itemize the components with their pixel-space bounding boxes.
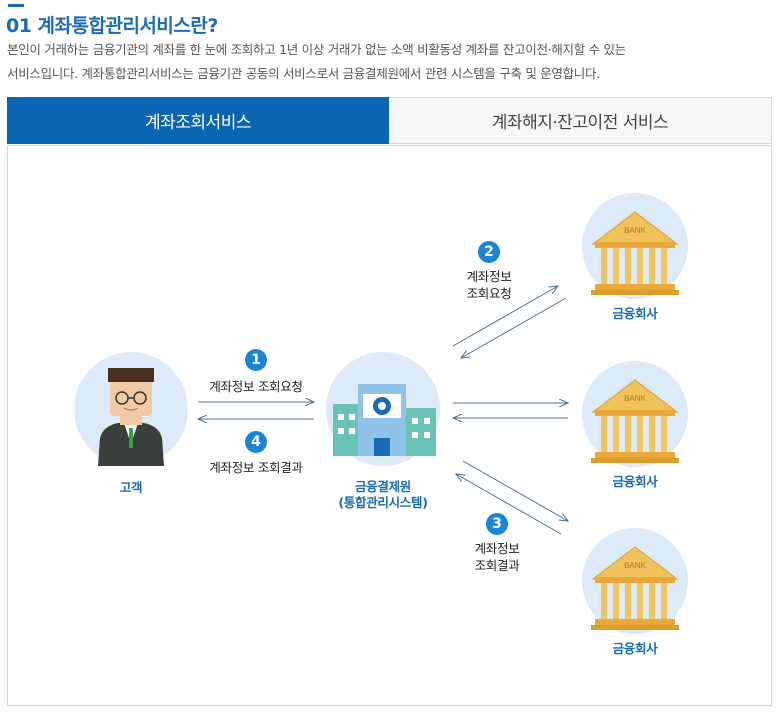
bank-label-3: 금융회사	[612, 641, 658, 656]
step-2-label: 계좌정보 조회요청	[449, 268, 529, 302]
arrow-result-from-bank-1	[461, 297, 567, 358]
step-2-label-line-2: 조회요청	[466, 286, 512, 301]
customer-node	[74, 352, 188, 466]
customer-person-icon	[98, 368, 164, 466]
step-3-label-line-1: 계좌정보	[474, 541, 520, 556]
arrow-request-to-bank-1	[452, 286, 558, 347]
arrow-result-from-bank-3	[456, 474, 562, 535]
arrow-request-to-bank-3	[462, 460, 568, 521]
step-3-label: 계좌정보 조회결과	[457, 540, 537, 574]
step-badge-2: 2	[478, 241, 500, 263]
bank-label-2: 금융회사	[612, 474, 658, 489]
bank-node-1: BANK	[582, 193, 688, 299]
bank-sign-text: BANK	[624, 394, 646, 403]
page-description: 본인이 거래하는 금융기관의 계좌를 한 눈에 조회하고 1년 이상 거래가 없…	[7, 38, 767, 86]
tab-account-inquiry[interactable]: 계좌조회서비스	[7, 97, 389, 144]
tab-bar: 계좌조회서비스 계좌해지·잔고이전 서비스	[7, 97, 772, 145]
kftc-label: 금융결제원 (통합관리시스템)	[308, 479, 458, 511]
bank-label-1: 금융회사	[612, 306, 658, 321]
building-icon	[333, 384, 436, 456]
description-line-1: 본인이 거래하는 금융기관의 계좌를 한 눈에 조회하고 1년 이상 거래가 없…	[7, 42, 626, 57]
bank-node-3: BANK	[582, 528, 688, 634]
bank-sign-text: BANK	[624, 226, 646, 235]
customer-label: 고객	[119, 480, 143, 495]
bank-node-2: BANK	[582, 361, 688, 467]
title-accent-bar	[8, 4, 24, 7]
kftc-node	[326, 352, 440, 466]
page-title: 01 계좌통합관리서비스란?	[6, 15, 218, 37]
step-badge-4: 4	[245, 431, 267, 453]
kftc-label-line-1: 금융결제원	[354, 479, 411, 494]
step-1-label: 계좌정보 조회요청	[209, 379, 303, 394]
step-badge-3: 3	[486, 513, 508, 535]
step-3-label-line-2: 조회결과	[474, 558, 520, 573]
step-badge-1: 1	[245, 349, 267, 371]
diagram-panel: BANK BANK BANK 1 계좌정보 조회요청 4 계좌정보 조회결과 2…	[7, 145, 772, 706]
kftc-label-line-2: (통합관리시스템)	[338, 495, 428, 510]
tab-account-closure-transfer[interactable]: 계좌해지·잔고이전 서비스	[389, 97, 772, 144]
step-4-label: 계좌정보 조회결과	[209, 460, 303, 475]
description-line-2: 서비스입니다. 계좌통합관리서비스는 금융기관 공동의 서비스로서 금융결제원에…	[7, 66, 600, 81]
step-2-label-line-1: 계좌정보	[466, 269, 512, 284]
bank-sign-text: BANK	[624, 561, 646, 570]
service-flow-diagram: BANK BANK BANK	[74, 193, 688, 634]
